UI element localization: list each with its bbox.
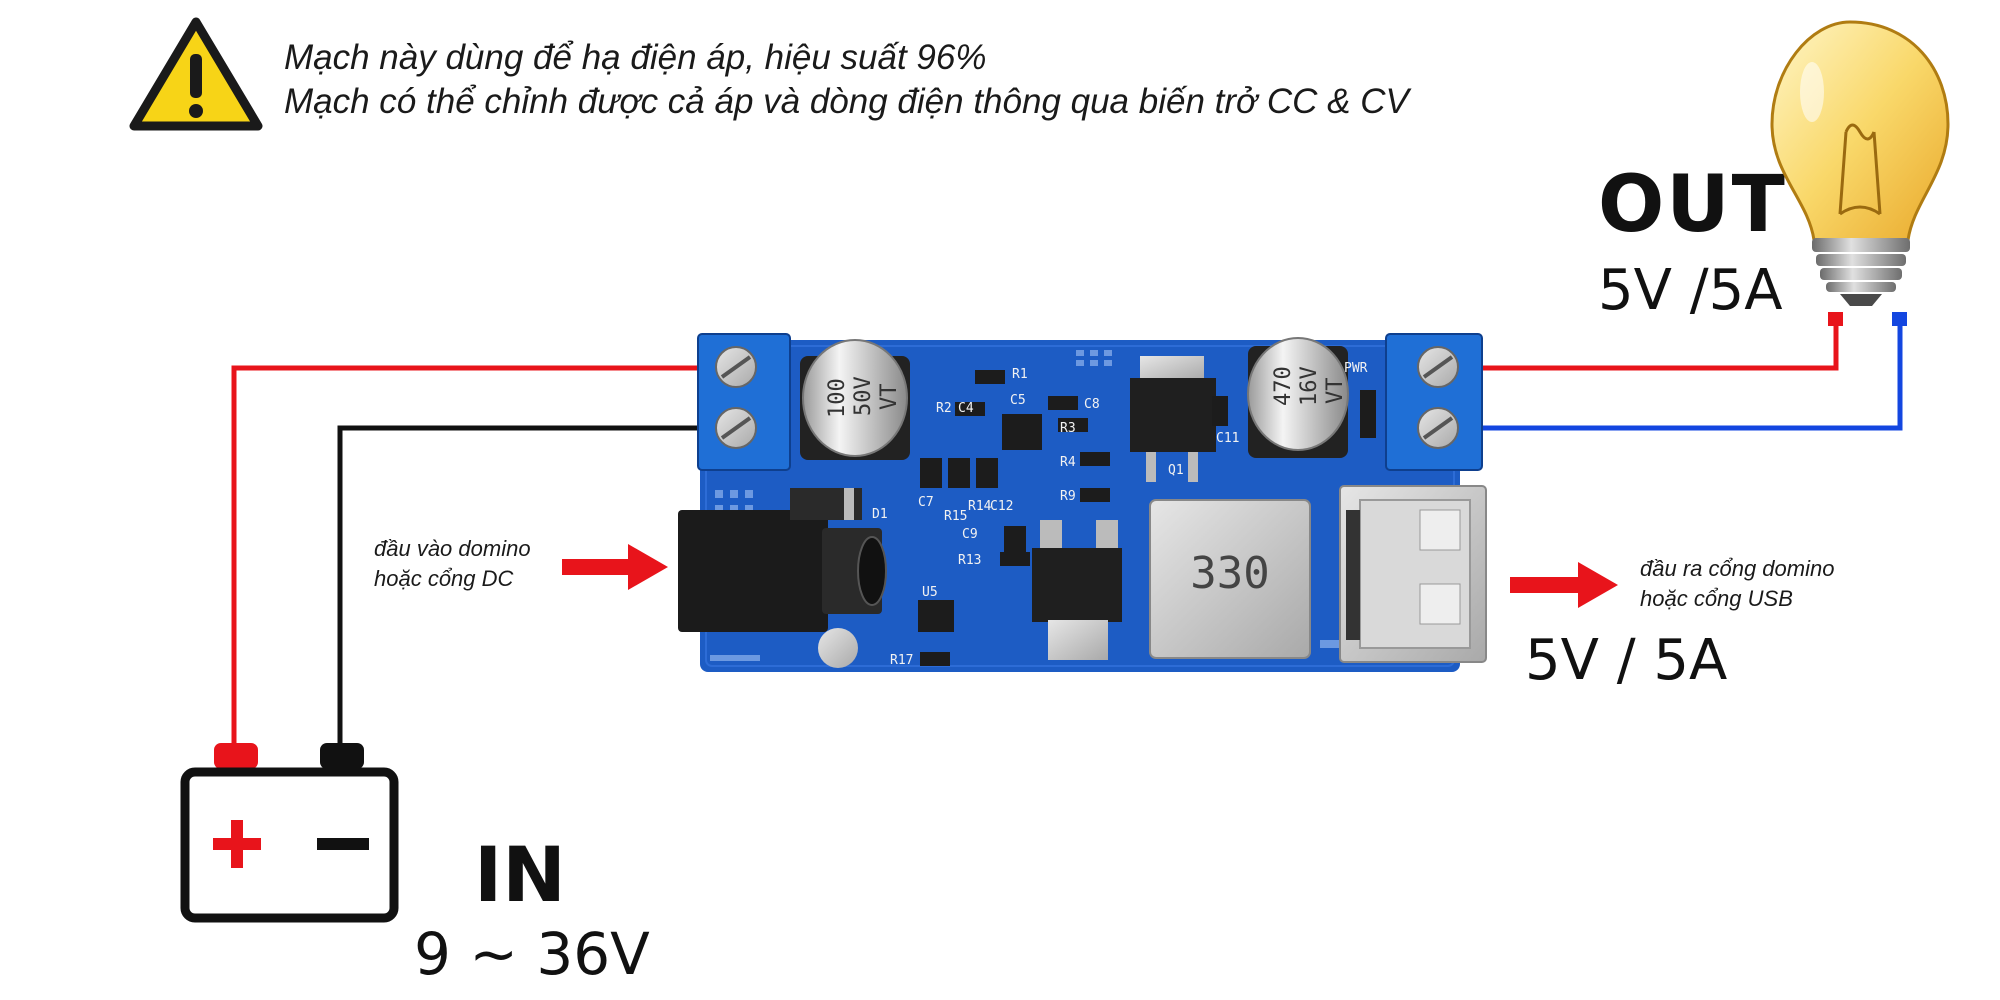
silk-r13: R13 [958,553,981,568]
silkscreen-labels: R1 R2 C4 C5 C8 R3 R4 R9 D1 C7 R15 R14 C1… [872,361,1368,668]
silk-c5: C5 [1010,393,1026,408]
output-positive-wire [1440,318,1839,371]
silk-c4: C4 [958,401,974,416]
silk-c8: C8 [1084,397,1100,412]
silk-r14: R14 [968,499,992,514]
smd-components [918,370,1376,666]
silk-pwr: PWR [1344,361,1368,376]
input-negative-wire [337,425,735,752]
silk-r1: R1 [1012,367,1028,382]
silk-r9: R9 [1060,489,1076,504]
silk-r2: R2 [936,401,952,416]
input-title: IN [474,830,566,919]
output-capacitor: 470 16V VT [1247,337,1349,458]
silk-u5: U5 [922,585,938,600]
inductor-label: 330 [1190,548,1269,599]
controller-ic [1002,414,1042,450]
input-arrow-icon [562,544,668,590]
silk-d1: D1 [872,507,888,522]
output-note-line-2: hoặc cổng USB [1640,586,1793,611]
output-note-line-1: đầu ra cổng domino [1640,556,1835,581]
cap-out-brand: VT [1323,378,1348,405]
output-terminal-block [1385,333,1483,471]
cap-in-voltage: 50V [851,376,876,416]
buck-converter-board: 100 50V VT 470 16V VT [678,333,1487,672]
light-bulb-icon [1770,20,1950,326]
dc-barrel-jack [678,510,887,668]
silk-r15: R15 [944,509,967,524]
input-capacitor: 100 50V VT [800,339,910,460]
warning-icon [129,17,263,131]
output-title: OUT [1598,160,1787,250]
silk-c11: C11 [1216,431,1239,446]
silk-r3: R3 [1060,421,1076,436]
cap-out-value: 470 [1271,366,1296,406]
input-note-line-2: hoặc cổng DC [374,566,514,591]
output-rating: 5V /5A [1598,258,1783,323]
input-note-line-1: đầu vào domino [374,536,531,561]
output-note: đầu ra cổng domino hoặc cổng USB [1640,554,1834,614]
input-terminal-block [697,333,791,471]
cap-in-value: 100 [825,378,850,418]
usb-port [1339,485,1487,663]
warning-line-1: Mạch này dùng để hạ điện áp, hiệu suất 9… [284,38,987,77]
warning-line-2: Mạch có thể chỉnh được cả áp và dòng điệ… [284,82,1409,121]
inductor-330: 330 [1149,499,1311,659]
output-negative-wire [1440,318,1903,431]
silk-c12: C12 [990,499,1013,514]
wires [231,318,1903,752]
silk-r4: R4 [1060,455,1076,470]
input-positive-wire [231,365,735,752]
cap-out-voltage: 16V [1297,366,1322,406]
battery-icon [180,743,399,923]
silk-c7: C7 [918,495,934,510]
silk-r17: R17 [890,653,913,668]
silk-c9: C9 [962,527,978,542]
mosfet-q1 [1130,356,1216,482]
input-range: 9 ~ 36V [414,920,650,988]
cap-in-brand: VT [877,384,902,411]
input-note: đầu vào domino hoặc cổng DC [374,534,531,594]
silk-q1: Q1 [1168,463,1184,478]
usb-output-rating: 5V / 5A [1525,628,1728,693]
output-arrow-icon [1510,562,1618,608]
mosfet-bottom [1032,520,1122,660]
